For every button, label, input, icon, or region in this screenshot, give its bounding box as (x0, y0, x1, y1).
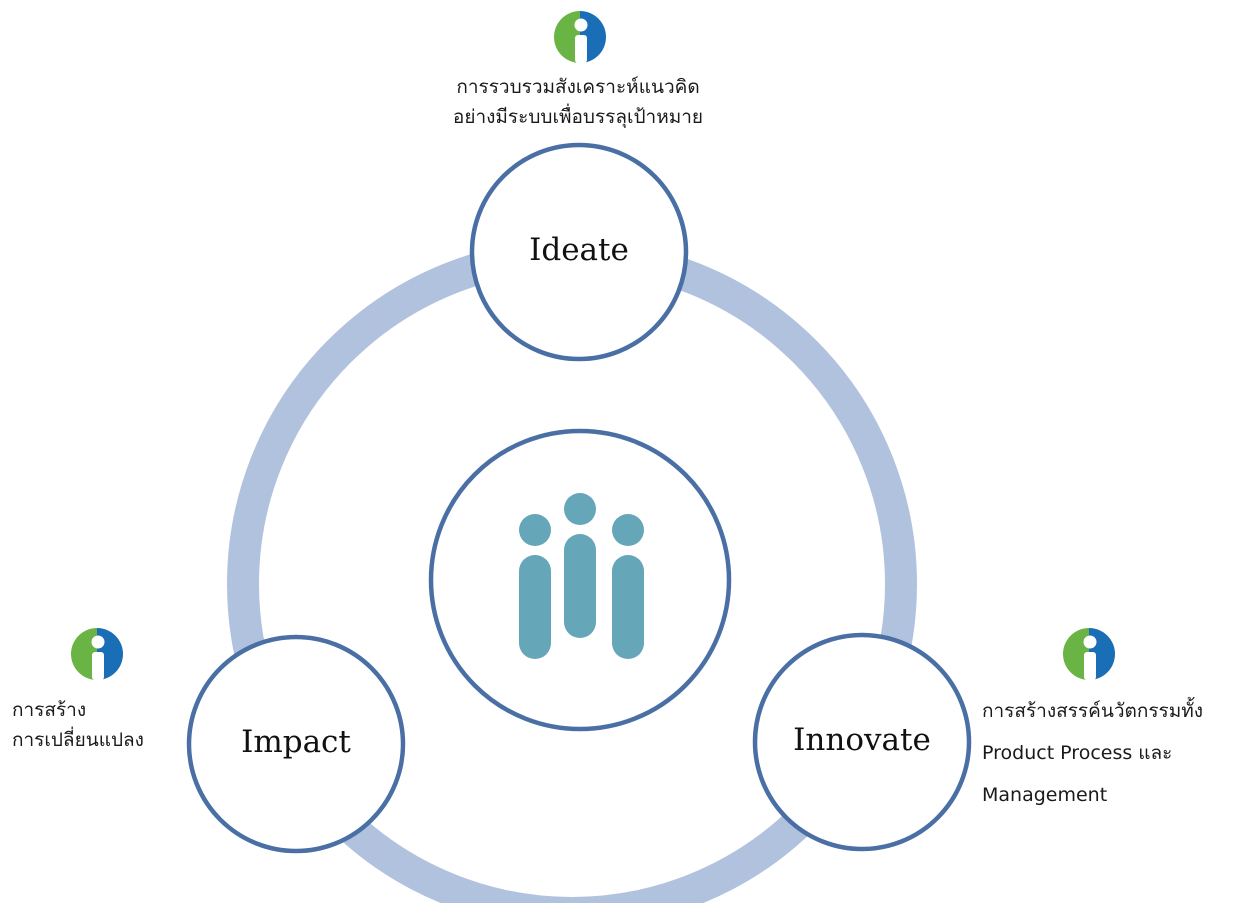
info-i-icon (1063, 628, 1115, 680)
info-i-icon (71, 628, 123, 680)
caption-line: Product Process และ (982, 742, 1173, 764)
innovate-label: Innovate (793, 722, 931, 758)
ideate-label: Ideate (529, 232, 629, 268)
caption-line: การสร้างสรรค์นวัตกรรมทั้ง (982, 700, 1204, 722)
caption-line: การเปลี่ยนแปลง (12, 729, 144, 751)
info-i-icon (554, 11, 606, 63)
ideate-node: Ideate (469, 142, 689, 362)
innovate-caption: การสร้างสรรค์นวัตกรรมทั้ง Product Proces… (982, 690, 1203, 816)
impact-label: Impact (241, 724, 351, 760)
caption-line: อย่างมีระบบเพื่อบรรลุเป้าหมาย (452, 106, 704, 128)
caption-line: การรวบรวมสังเคราะห์แนวคิด (456, 76, 700, 98)
innovate-node: Innovate (752, 632, 972, 852)
caption-line: การสร้าง (12, 699, 87, 721)
center-node (428, 428, 732, 732)
caption-line: Management (982, 784, 1108, 806)
impact-node: Impact (186, 634, 406, 854)
impact-caption: การสร้าง การเปลี่ยนแปลง (12, 695, 144, 755)
people-logo-icon (519, 493, 644, 659)
ideate-caption: การรวบรวมสังเคราะห์แนวคิด อย่างมีระบบเพื… (368, 72, 788, 132)
